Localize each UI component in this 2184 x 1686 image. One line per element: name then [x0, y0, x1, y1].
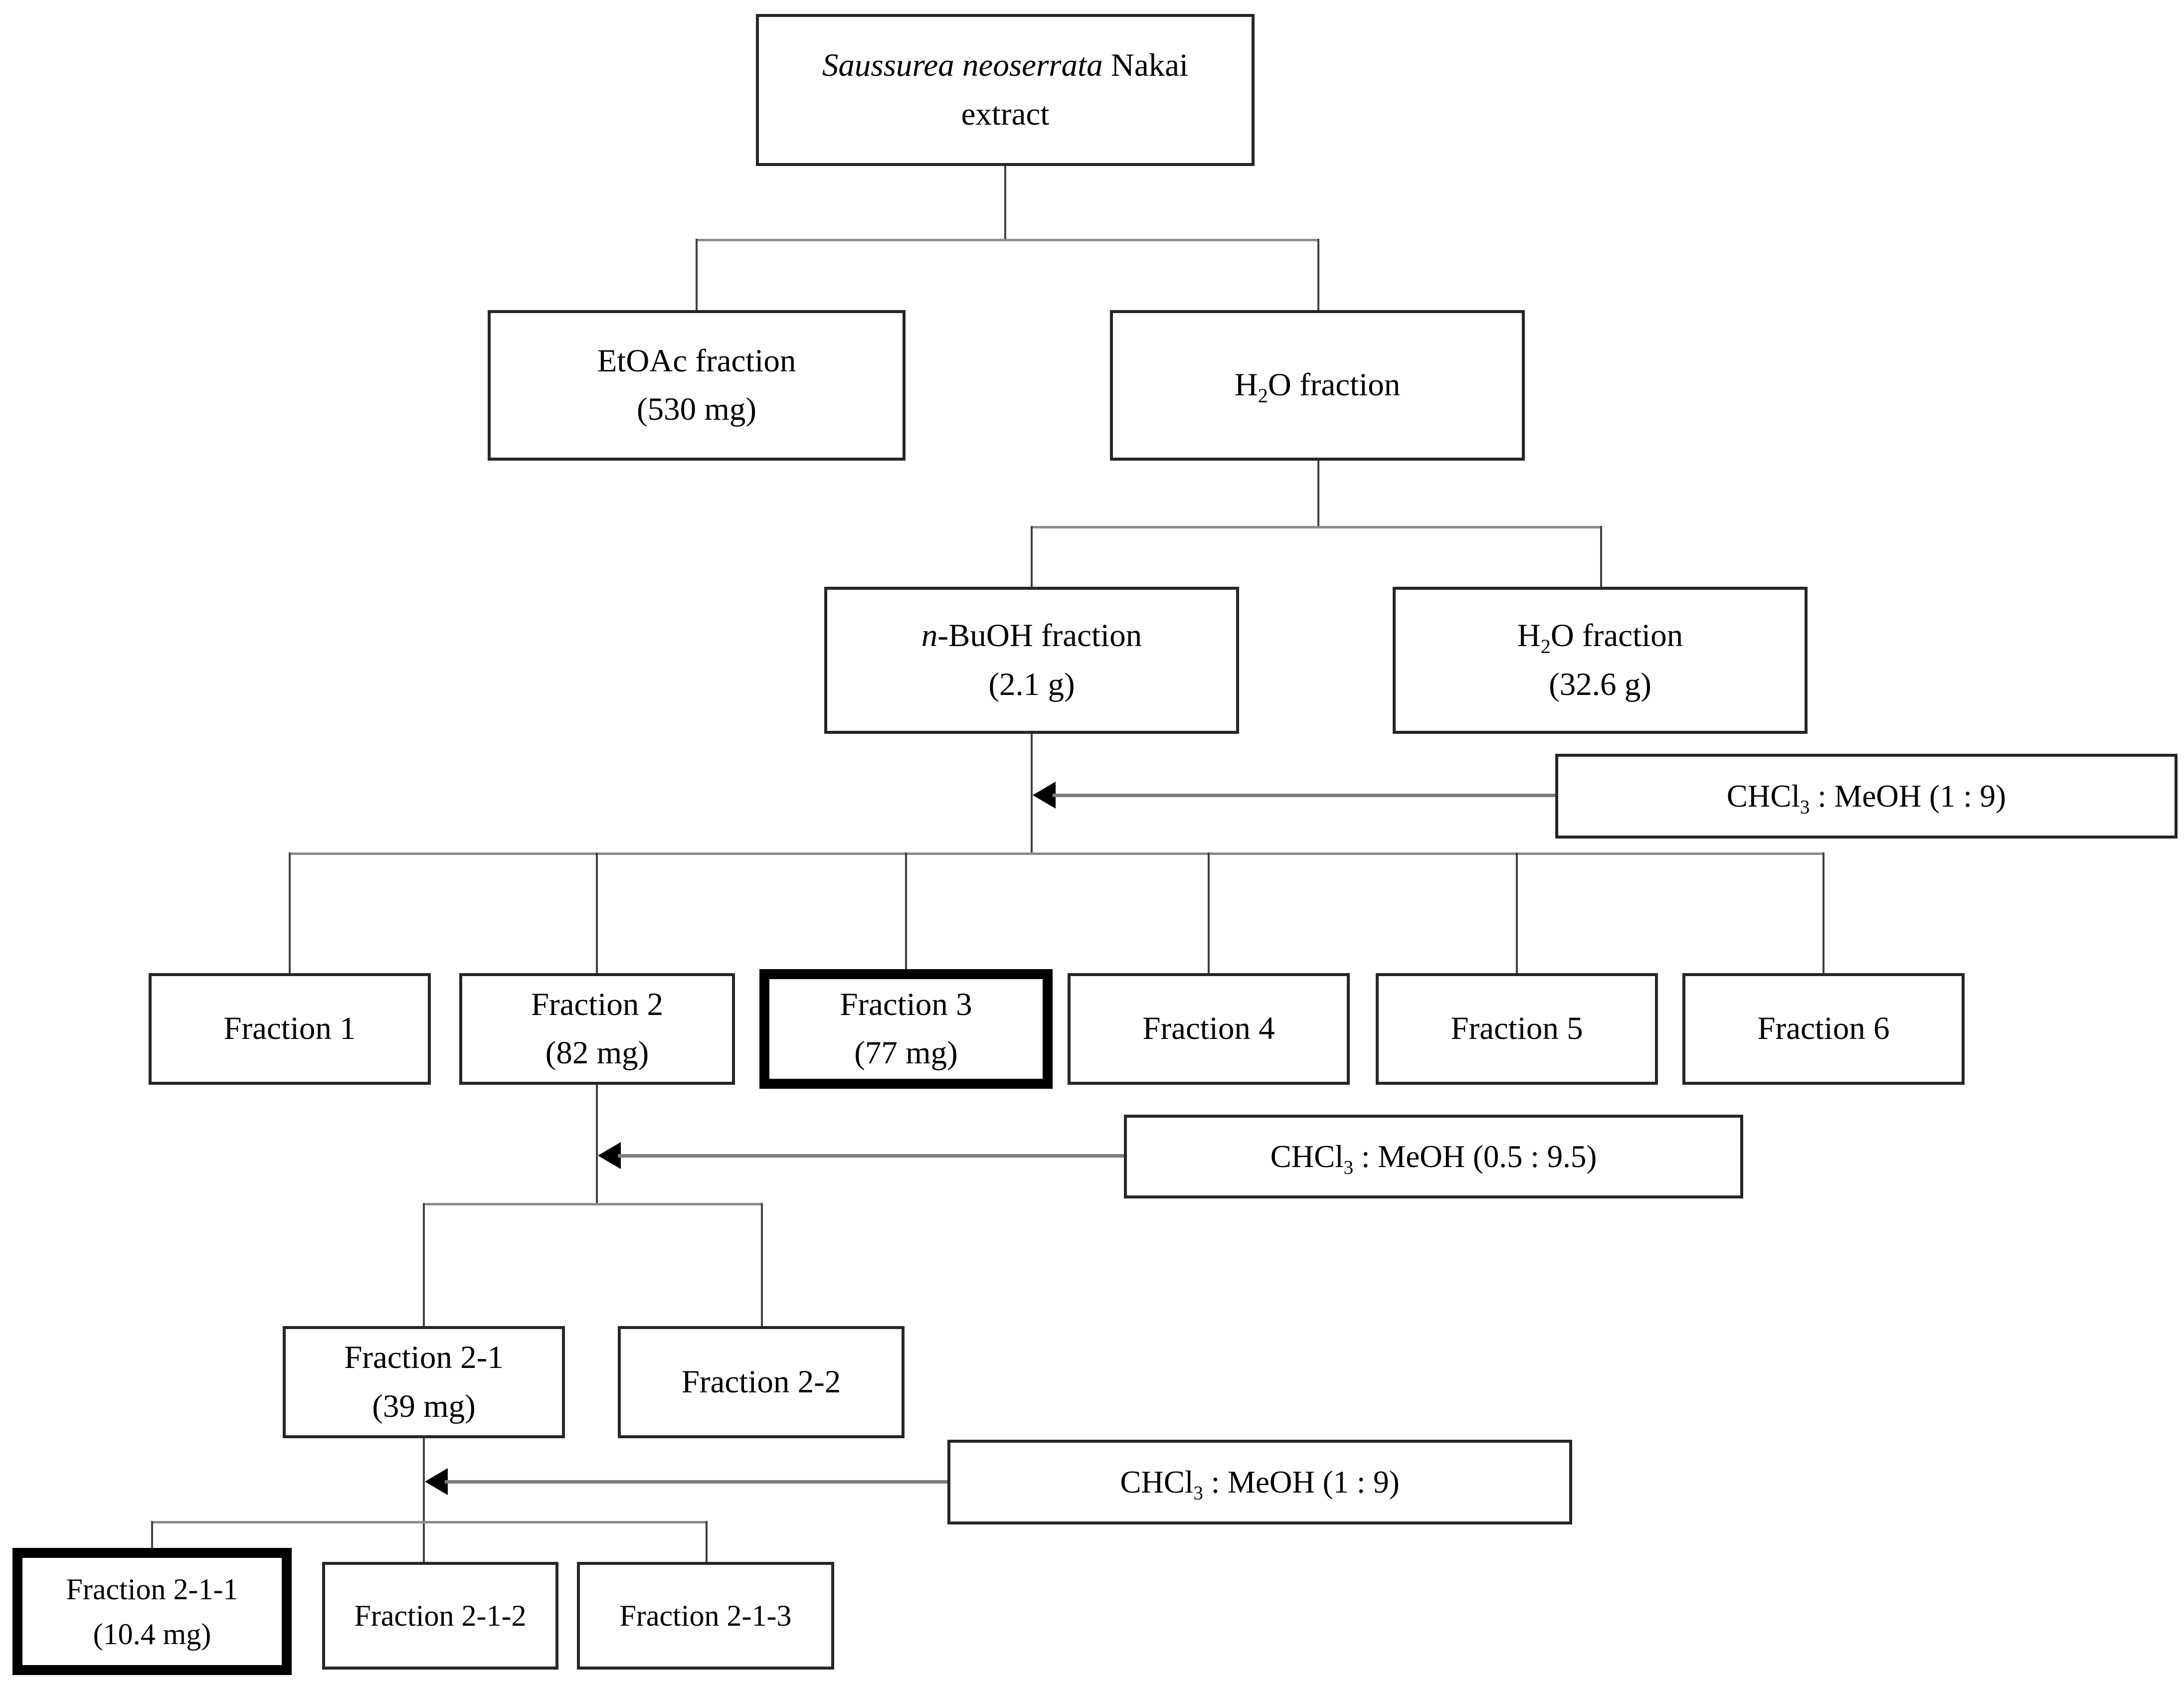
h2o-label: H2O fraction	[1235, 361, 1400, 410]
label-text: Nakai	[1102, 47, 1189, 83]
connector-h2o-down	[1317, 460, 1319, 527]
nbuoh-mass: (2.1 g)	[988, 666, 1075, 702]
connector-to-h2o	[1317, 239, 1319, 311]
subscript: 3	[1343, 1157, 1354, 1179]
box-fraction-2-2: Fraction 2-2	[618, 1326, 905, 1438]
subscript: 3	[1800, 796, 1810, 818]
box-fraction-6: Fraction 6	[1682, 973, 1965, 1085]
box-h2o-fraction-2: H2O fraction (32.6 g)	[1393, 587, 1808, 734]
label-text: -BuOH fraction	[937, 618, 1142, 654]
connector-split2-bar	[1031, 526, 1602, 528]
solvent2-arrow-line	[618, 1154, 1124, 1158]
connector-to-fraction2-1-1	[151, 1521, 153, 1549]
connector-fraction2-1-down	[423, 1437, 425, 1563]
box-fraction-3-highlighted: Fraction 3 (77 mg)	[759, 969, 1053, 1089]
box-root-extract: Saussurea neoserrata Nakai extract	[756, 14, 1255, 166]
connector-to-fraction2-1	[423, 1203, 425, 1327]
label-text: H	[1234, 367, 1258, 403]
label-text: CHCl	[1270, 1139, 1344, 1174]
fraction5-label: Fraction 5	[1451, 1011, 1583, 1047]
box-fraction-1: Fraction 1	[149, 973, 431, 1085]
fraction2-1-2-label: Fraction 2-1-2	[354, 1599, 527, 1632]
box-fraction-2-1-2: Fraction 2-1-2	[322, 1562, 558, 1670]
box-fraction-4: Fraction 4	[1068, 973, 1350, 1085]
etoac-label: EtOAc fraction	[597, 342, 796, 379]
box-fraction-2-1: Fraction 2-1 (39 mg)	[283, 1326, 565, 1438]
etoac-mass: (530 mg)	[636, 391, 757, 427]
solvent3-arrowhead	[425, 1468, 448, 1495]
label-text: CHCl	[1120, 1464, 1194, 1500]
box-fraction-2-1-1-highlighted: Fraction 2-1-1 (10.4 mg)	[12, 1548, 292, 1675]
label-text: O fraction	[1268, 367, 1401, 403]
root-extract-line2: extract	[961, 96, 1050, 132]
box-fraction-2: Fraction 2 (82 mg)	[459, 973, 735, 1085]
connector-root-down	[1004, 166, 1006, 240]
label-text: CHCl	[1726, 778, 1800, 814]
label-text: : MeOH (0.5 : 9.5)	[1353, 1139, 1597, 1174]
fraction2-1-3-label: Fraction 2-1-3	[619, 1599, 792, 1632]
label-text: O fraction	[1550, 618, 1683, 654]
label-text: n	[921, 618, 938, 654]
connector-to-h2o2	[1600, 526, 1602, 588]
fraction2-1-mass: (39 mg)	[372, 1388, 476, 1424]
label-text: H	[1517, 618, 1541, 654]
connector-subfraction-bus	[151, 1521, 708, 1523]
subscript: 2	[1540, 635, 1551, 658]
connector-split1-bar	[696, 239, 1319, 241]
box-fraction-2-1-3: Fraction 2-1-3	[577, 1562, 834, 1670]
box-solvent-chcl3-meoh-05-95: CHCl3 : MeOH (0.5 : 9.5)	[1124, 1115, 1743, 1198]
species-name: Saussurea neoserrata	[822, 47, 1103, 83]
box-etoac-fraction: EtOAc fraction (530 mg)	[488, 310, 906, 461]
connector-to-nbuoh	[1031, 526, 1033, 588]
connector-to-etoac	[696, 239, 698, 311]
solvent1-label: CHCl3 : MeOH (1 : 9)	[1727, 773, 2006, 820]
fraction4-label: Fraction 4	[1142, 1011, 1275, 1047]
solvent3-arrow-line	[445, 1480, 948, 1484]
connector-nbuoh-down	[1031, 733, 1033, 854]
solvent2-label: CHCl3 : MeOH (0.5 : 9.5)	[1271, 1133, 1597, 1180]
box-nbuoh-fraction: n-BuOH fraction (2.1 g)	[824, 587, 1239, 734]
fraction6-label: Fraction 6	[1757, 1011, 1890, 1047]
subscript: 2	[1258, 384, 1268, 407]
solvent3-label: CHCl3 : MeOH (1 : 9)	[1120, 1459, 1399, 1506]
connector-to-fraction5	[1516, 852, 1518, 974]
solvent1-arrowhead	[1033, 782, 1056, 809]
h2o2-mass: (32.6 g)	[1549, 666, 1651, 702]
connector-fraction-bus	[289, 852, 1824, 855]
connector-to-fraction4	[1208, 852, 1210, 974]
fraction2-1-label: Fraction 2-1	[344, 1340, 504, 1375]
subscript: 3	[1193, 1482, 1203, 1504]
h2o2-label: H2O fraction	[1517, 612, 1683, 661]
fraction2-1-1-mass: (10.4 mg)	[93, 1617, 211, 1651]
solvent2-arrowhead	[598, 1142, 621, 1169]
connector-fraction2-down	[596, 1085, 598, 1205]
connector-to-fraction6	[1822, 852, 1824, 974]
connector-to-fraction2-1-3	[706, 1521, 708, 1563]
root-extract-line1: Saussurea neoserrata Nakai	[822, 41, 1188, 90]
connector-to-fraction2	[596, 852, 598, 974]
box-h2o-fraction: H2O fraction	[1110, 310, 1525, 461]
connector-to-fraction1	[289, 852, 291, 974]
connector-to-fraction3	[905, 852, 907, 972]
fraction3-label: Fraction 3	[840, 986, 972, 1022]
fraction1-label: Fraction 1	[223, 1011, 356, 1047]
label-text: : MeOH (1 : 9)	[1203, 1464, 1400, 1500]
connector-split3-bar	[423, 1203, 763, 1205]
box-fraction-5: Fraction 5	[1376, 973, 1658, 1085]
fraction2-label: Fraction 2	[531, 986, 664, 1022]
box-solvent-chcl3-meoh-1-9-second: CHCl3 : MeOH (1 : 9)	[947, 1440, 1572, 1524]
box-solvent-chcl3-meoh-1-9: CHCl3 : MeOH (1 : 9)	[1555, 754, 2178, 839]
fraction2-1-1-label: Fraction 2-1-1	[66, 1572, 238, 1606]
connector-to-fraction2-2	[761, 1203, 763, 1327]
label-text: : MeOH (1 : 9)	[1810, 778, 2006, 814]
fraction3-mass: (77 mg)	[854, 1035, 958, 1071]
solvent1-arrow-line	[1053, 794, 1556, 797]
fraction2-mass: (82 mg)	[545, 1035, 649, 1071]
nbuoh-label: n-BuOH fraction	[921, 612, 1142, 661]
fraction2-2-label: Fraction 2-2	[681, 1363, 841, 1400]
